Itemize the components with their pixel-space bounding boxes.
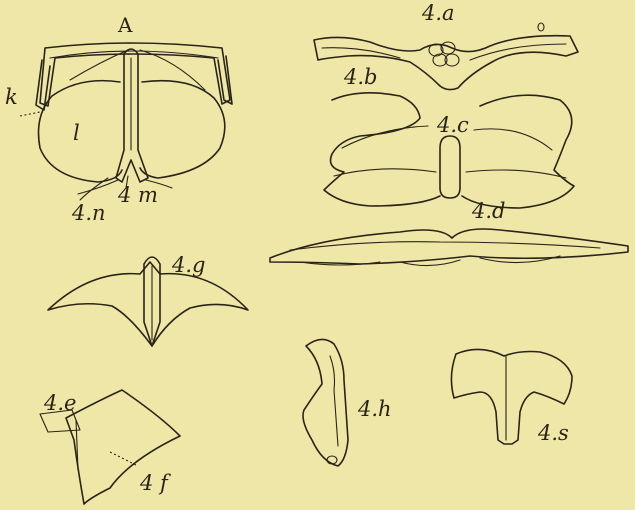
figure-a-top-bar <box>40 43 230 106</box>
figure-4b-right-wing <box>462 95 574 208</box>
label-4m: 4 m <box>117 183 158 207</box>
figure-4h-outline <box>303 339 348 466</box>
label-4e: 4.e <box>43 391 76 415</box>
figure-4h-inner <box>330 356 338 446</box>
figure-4b-left-wing <box>324 93 440 206</box>
label-4s: 4.s <box>537 421 569 445</box>
label-4h: 4.h <box>357 397 392 421</box>
label-4b: 4.b <box>343 65 377 89</box>
figure-4h <box>303 339 348 466</box>
label-l: l <box>73 121 80 145</box>
figure-4a-tip <box>538 23 544 31</box>
figure-4h-base <box>327 456 337 464</box>
figure-a-central-column <box>116 49 148 182</box>
label-4d: 4.d <box>471 199 505 223</box>
label-4g: 4.g <box>171 253 205 277</box>
figure-a-left-lobe <box>39 81 123 182</box>
label-A: A <box>117 13 133 37</box>
figure-4b-right-wing-inner <box>466 129 566 178</box>
figure-4d-inner-line <box>290 242 600 250</box>
label-4f: 4 f <box>139 471 171 495</box>
figure-a <box>20 43 232 200</box>
figure-4c-body <box>440 136 460 198</box>
figure-a-right-lobe <box>140 81 225 178</box>
figure-4d <box>270 229 628 266</box>
figure-4g <box>48 257 248 346</box>
label-4a: 4.a <box>421 1 455 25</box>
label-4c: 4.c <box>436 113 469 137</box>
figure-4b <box>324 93 574 208</box>
figure-a-k-pointer <box>20 112 40 116</box>
label-4n: 4.n <box>71 201 106 225</box>
label-k: k <box>5 85 18 109</box>
